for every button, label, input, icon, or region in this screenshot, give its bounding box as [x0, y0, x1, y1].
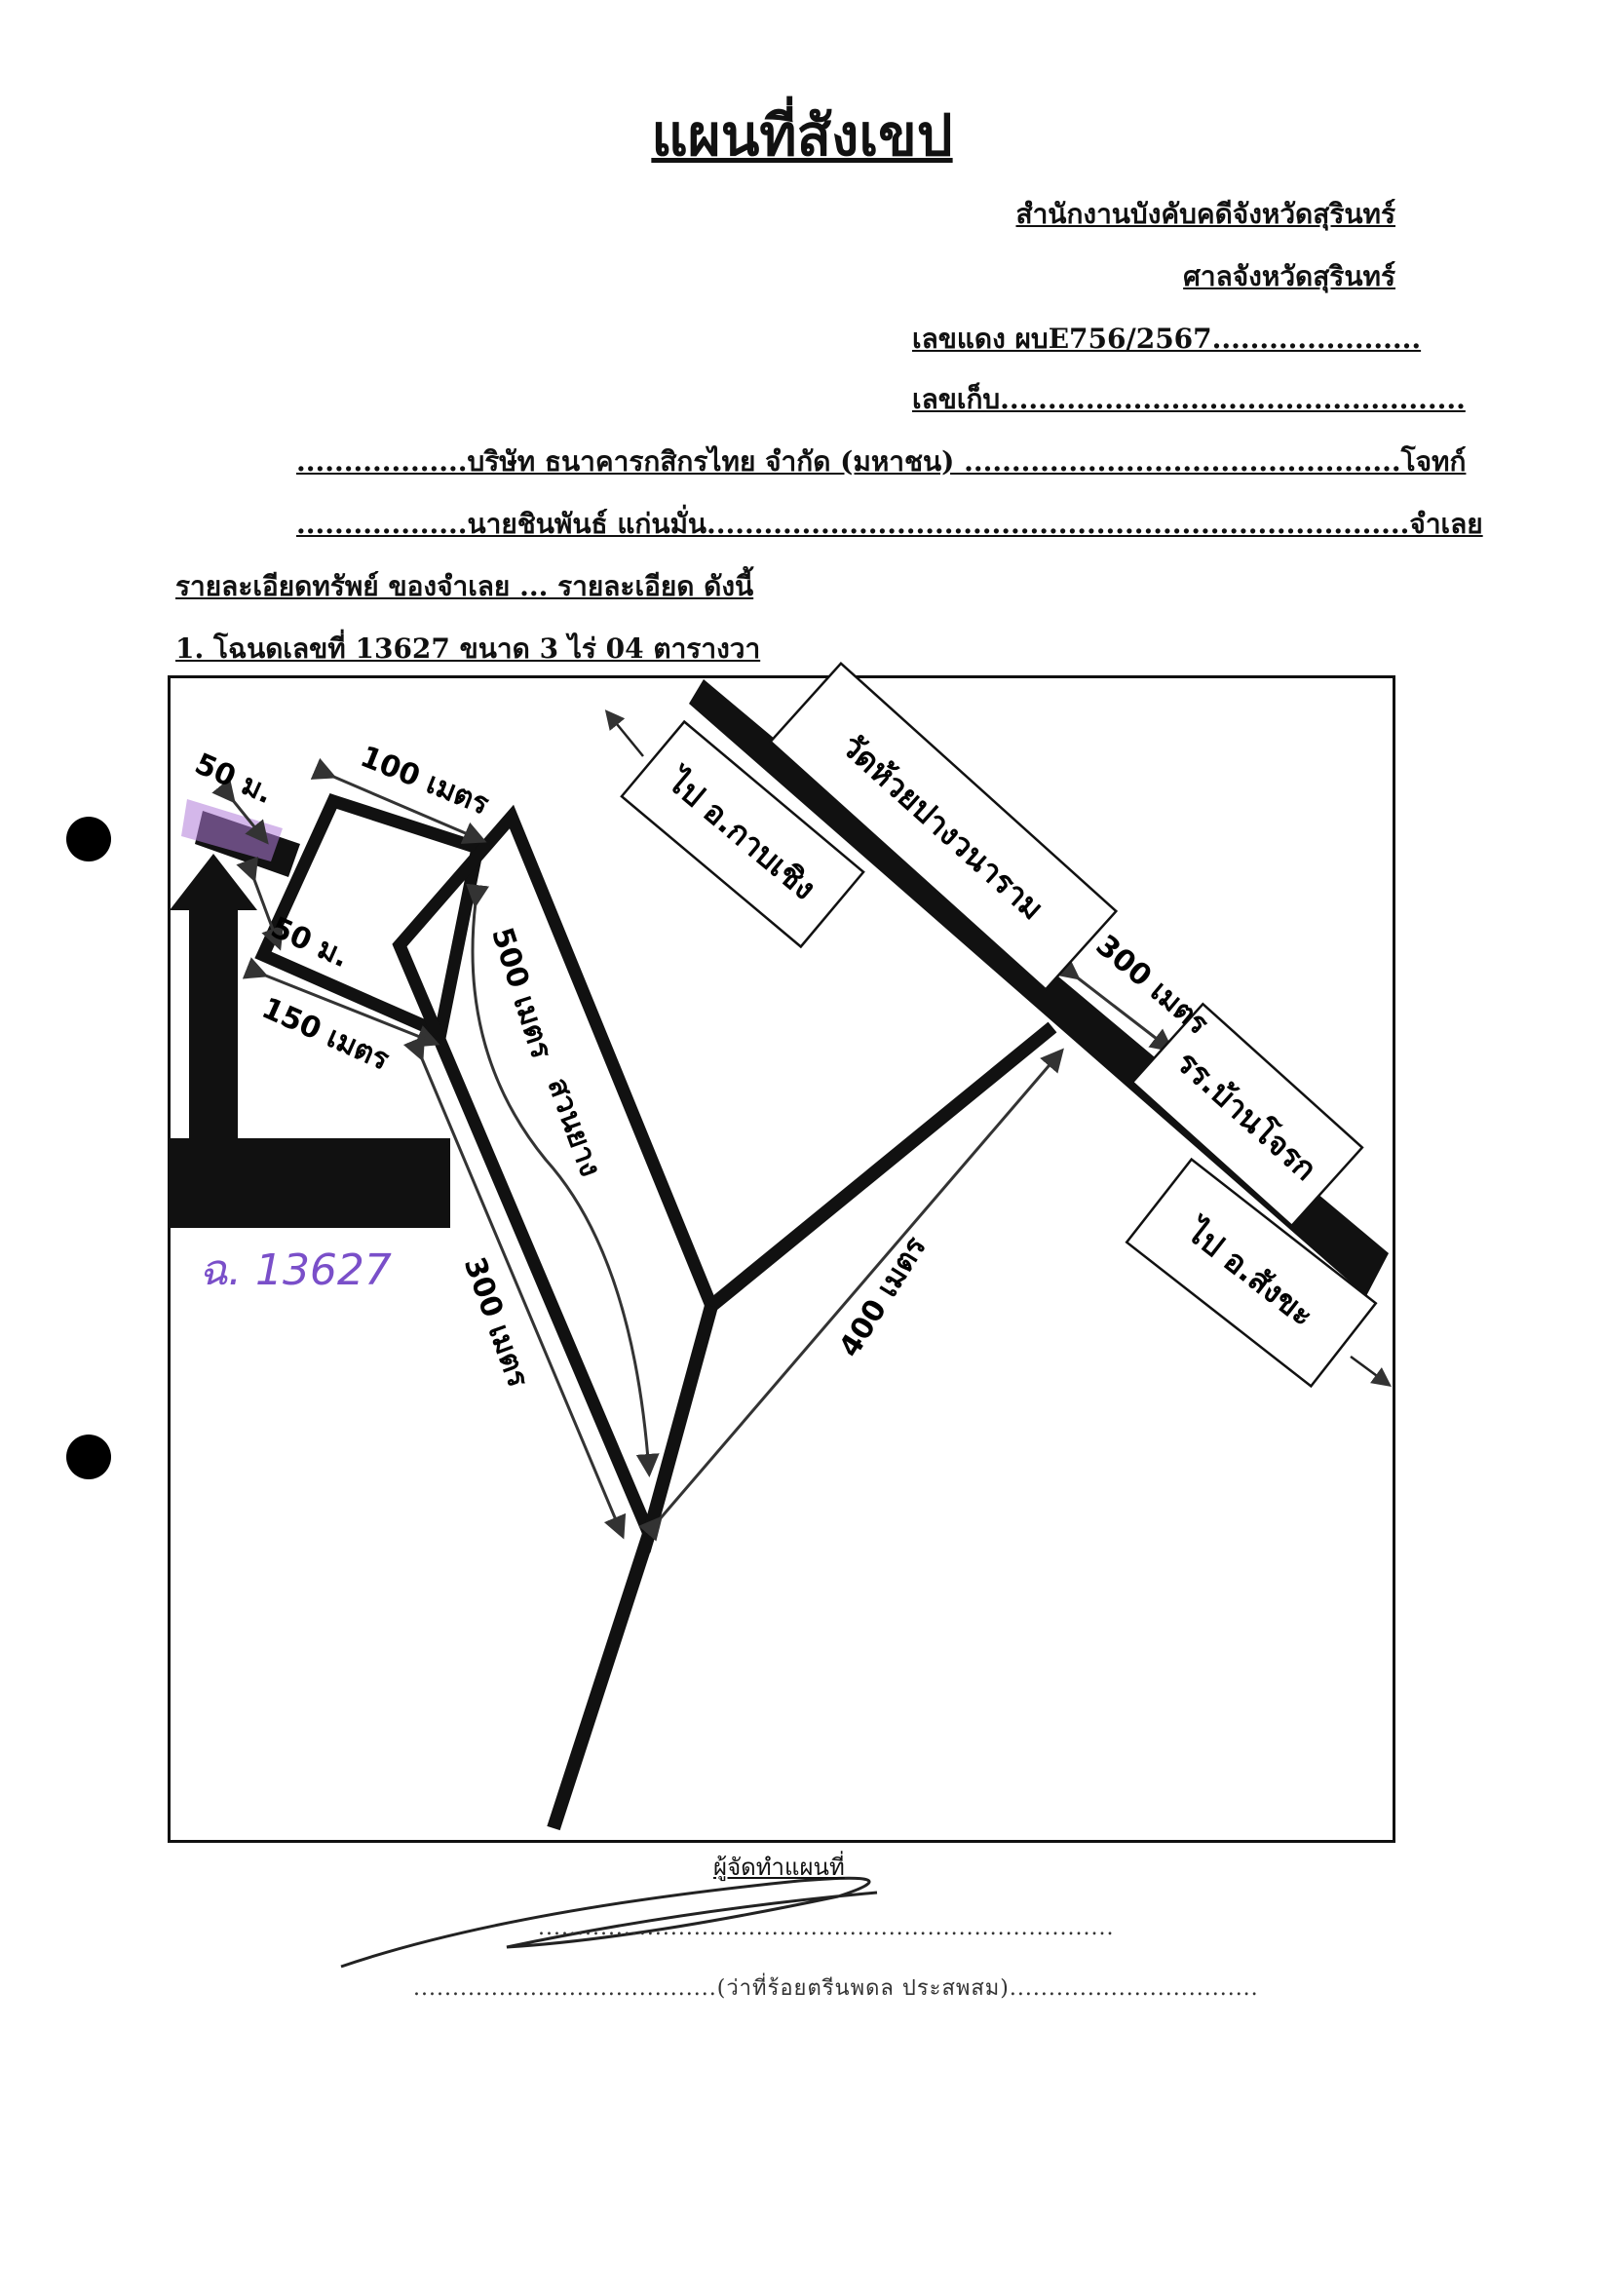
defendant-line: ..................นายชินพันธ์ แก่นมั่น..…	[296, 508, 1483, 540]
left-block	[170, 1138, 450, 1228]
red-case-number: เลขแดง ผบE756/2567......................	[912, 323, 1422, 355]
dim-arrow-400	[638, 1048, 1064, 1542]
north-arrow-head	[170, 854, 257, 910]
north-arrow-shaft	[189, 906, 238, 1140]
signatory-name-line: .......................................(…	[413, 1976, 1259, 2001]
dim-arrow-300-left	[402, 1035, 627, 1540]
road-to-highway	[707, 1021, 1057, 1312]
office-name: สำนักงานบังคับคดีจังหวัดสุรินทร์	[1015, 198, 1395, 230]
dist-500: 500 เมตร	[484, 924, 558, 1063]
punch-hole-top	[66, 817, 111, 861]
parcel-handwritten-mark: ฉ. 13627	[199, 1245, 392, 1295]
dim-arrow-150	[242, 957, 440, 1048]
plaintiff-line: ..................บริษัท ธนาคารกสิกรไทย …	[296, 445, 1467, 478]
dim-arrow-300-top	[1054, 956, 1174, 1052]
page-title: แผนที่สังเขป	[651, 102, 953, 169]
arrow-to-kap-choeng	[604, 709, 644, 757]
storage-number: เลขเก็บ.................................…	[912, 383, 1466, 415]
signature-dots: ........................................…	[538, 1916, 1115, 1940]
map-maker-label: ผู้จัดทำแผนที่	[713, 1854, 845, 1881]
parcel-description: 1. โฉนดเลขที่ 13627 ขนาด 3 ไร่ 04 ตารางว…	[175, 632, 761, 665]
dim-arrow-50-top	[211, 778, 269, 845]
property-details-heading: รายละเอียดทรัพย์ ของจำเลย ... รายละเอียด…	[175, 570, 754, 602]
court-name: ศาลจังหวัดสุรินทร์	[1183, 260, 1395, 292]
dim-arrow-100	[310, 757, 487, 844]
signature-scribble	[340, 1876, 878, 1969]
road-south	[547, 1304, 718, 1831]
dist-300-left: 300 เมตร	[457, 1253, 535, 1392]
box-wat: วัดห้วยปางวนาราม	[768, 661, 1119, 992]
arrow-to-sangkha	[1350, 1355, 1393, 1387]
map-frame	[168, 675, 1395, 1843]
punch-hole-bottom	[66, 1435, 111, 1479]
dist-400: 400 เมตร	[832, 1231, 933, 1363]
dim-arrow-50-side	[236, 856, 284, 951]
